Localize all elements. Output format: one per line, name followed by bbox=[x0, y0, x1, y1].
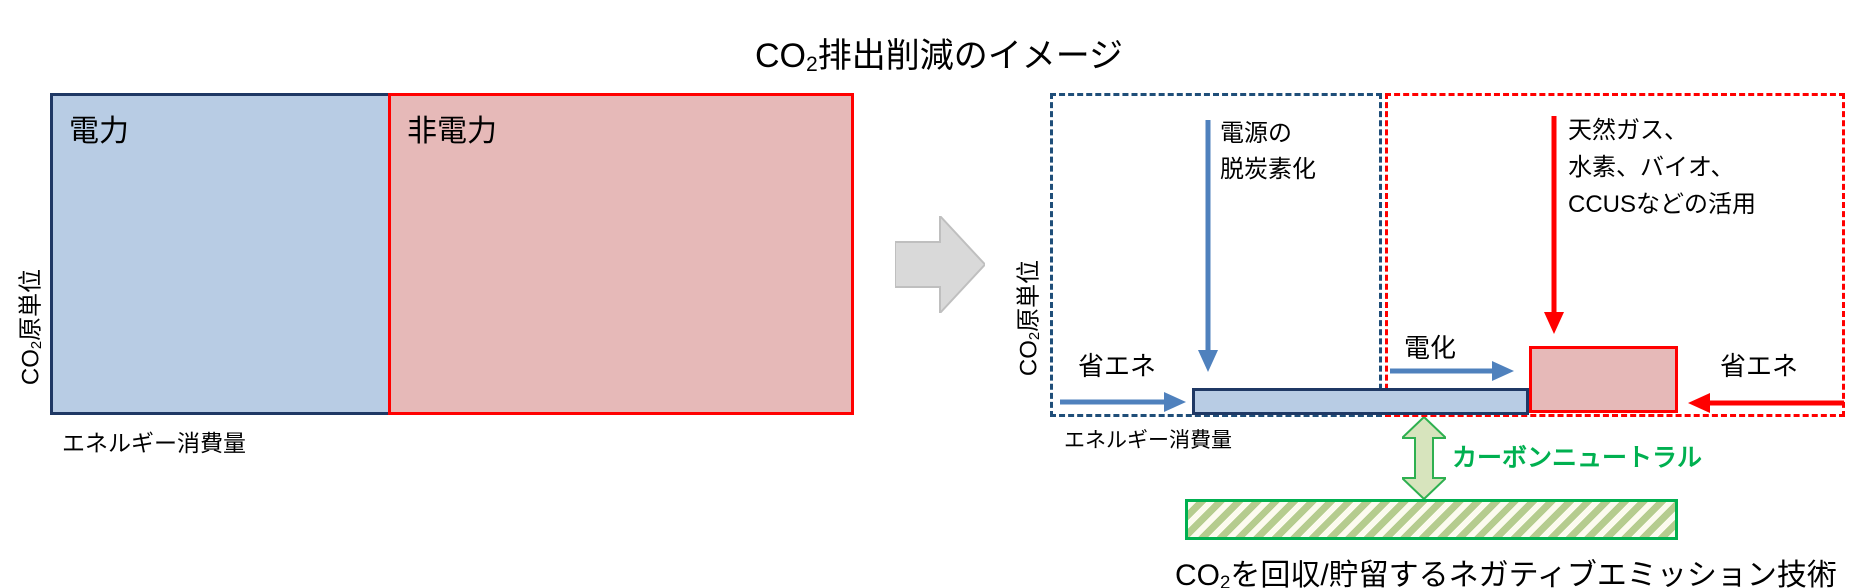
left-y-axis-label: CO2原単位 bbox=[11, 269, 46, 385]
electric-label: 電力 bbox=[69, 115, 129, 148]
left-y-prefix: CO bbox=[17, 349, 45, 386]
decarbonization-down-arrow-icon bbox=[1198, 120, 1218, 372]
page-title: CO2排出削減のイメージ bbox=[755, 28, 1123, 77]
fuel-note-line3: CCUSなどの活用 bbox=[1568, 191, 1757, 218]
right-y-axis-label: CO2原単位 bbox=[1009, 260, 1044, 376]
electric-area-rect: 電力 bbox=[50, 93, 388, 415]
electric-dashed-box bbox=[1050, 93, 1382, 417]
title-prefix: CO bbox=[755, 37, 806, 75]
ne-caption-prefix: CO bbox=[1175, 559, 1220, 588]
fuel-note: 天然ガス、 水素、バイオ、 CCUSなどの活用 bbox=[1568, 112, 1756, 223]
fuel-note-line2: 水素、バイオ、 bbox=[1568, 154, 1735, 181]
decarbonization-note: 電源の 脱炭素化 bbox=[1220, 116, 1316, 188]
non-electric-dashed-box bbox=[1385, 93, 1845, 417]
energy-saving-right-arrow-icon bbox=[1688, 393, 1844, 413]
energy-saving-left-label: 省エネ bbox=[1078, 351, 1157, 381]
transform-arrow-icon bbox=[895, 216, 985, 313]
fuel-note-line1: 天然ガス、 bbox=[1568, 117, 1688, 144]
fuel-switch-down-arrow-icon bbox=[1544, 116, 1564, 334]
decarbonization-note-line1: 電源の bbox=[1220, 120, 1292, 147]
negative-emission-hatched-bar bbox=[1185, 499, 1678, 540]
residual-non-electric-box bbox=[1529, 346, 1678, 413]
left-y-subscript: 2 bbox=[29, 340, 46, 350]
right-y-suffix: 原単位 bbox=[1015, 259, 1043, 332]
left-y-suffix: 原単位 bbox=[17, 268, 45, 341]
non-electric-label: 非電力 bbox=[407, 115, 497, 148]
right-y-subscript: 2 bbox=[1027, 331, 1044, 341]
right-x-axis-label: エネルギー消費量 bbox=[1064, 429, 1232, 452]
ne-caption-suffix: を回収/貯留するネガティブエミッション技術 bbox=[1230, 559, 1837, 588]
ne-caption-subscript: 2 bbox=[1220, 571, 1231, 588]
energy-saving-left-arrow-icon bbox=[1060, 392, 1186, 412]
decarbonization-note-line2: 脱炭素化 bbox=[1220, 156, 1316, 183]
right-y-prefix: CO bbox=[1015, 340, 1043, 377]
energy-saving-right-label: 省エネ bbox=[1720, 351, 1799, 381]
non-electric-area-rect: 非電力 bbox=[388, 93, 854, 415]
title-suffix: 排出削減のイメージ bbox=[817, 37, 1124, 75]
carbon-neutral-label: カーボンニュートラル bbox=[1452, 444, 1703, 472]
title-subscript: 2 bbox=[806, 52, 818, 76]
left-x-axis-label: エネルギー消費量 bbox=[62, 430, 246, 456]
negative-emission-caption: CO2を回収/貯留するネガティブエミッション技術 bbox=[1175, 550, 1837, 588]
residual-electric-bar bbox=[1192, 388, 1529, 415]
carbon-neutral-double-arrow-icon bbox=[1402, 417, 1446, 499]
electrification-arrow-icon bbox=[1390, 361, 1514, 381]
electrification-label: 電化 bbox=[1404, 333, 1457, 363]
